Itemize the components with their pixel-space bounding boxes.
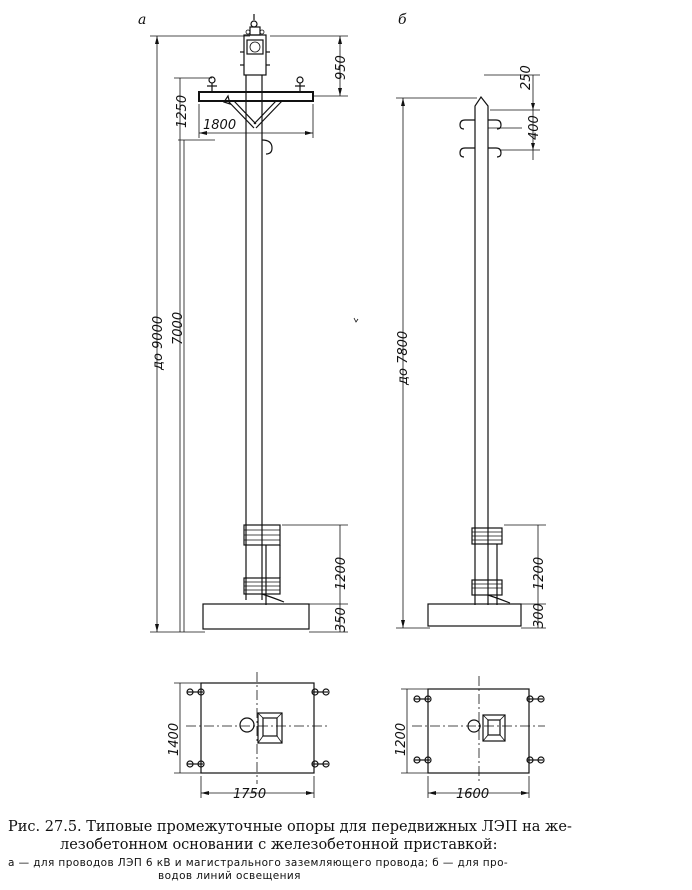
stray-mark <box>353 317 359 323</box>
pole-a-bands <box>243 524 285 605</box>
plan-a-bolts <box>186 688 330 768</box>
pole-b-base <box>427 603 522 627</box>
dim-a-1400: 1400 <box>167 723 182 756</box>
dim-b-7800: до 7800 <box>396 331 411 386</box>
pole-b-bands <box>471 527 511 605</box>
caption-legend-line1: а — для проводов ЛЭП 6 кВ и магистрально… <box>8 857 509 869</box>
dim-b-1200-plan: 1200 <box>394 723 409 756</box>
caption-title: Рис. 27.5. Типовые промежуточные опоры д… <box>8 818 684 854</box>
dim-a-9000: до 9000 <box>151 316 166 371</box>
dim-a-1200: 1200 <box>334 557 349 590</box>
plan-b-pole-section <box>467 719 481 733</box>
figure-caption: Рис. 27.5. Типовые промежуточные опоры д… <box>8 818 684 883</box>
dim-b-1600: 1600 <box>456 787 489 802</box>
caption-title-line1: Рис. 27.5. Типовые промежуточные опоры д… <box>8 819 572 835</box>
pole-b-shaft <box>474 95 489 605</box>
dim-b-400: 400 <box>527 115 542 140</box>
dim-a-1750: 1750 <box>233 787 266 802</box>
dim-b-250: 250 <box>519 65 534 90</box>
plan-a-pole-section <box>239 717 255 733</box>
dim-a-1250: 1250 <box>175 95 190 128</box>
pole-b-dimensions <box>396 74 546 629</box>
pole-a: a <box>138 12 349 633</box>
caption-title-line2: лезобетонном основании с железобетонной … <box>60 837 498 853</box>
caption-legend: а — для проводов ЛЭП 6 кВ и магистрально… <box>8 857 684 883</box>
dim-a-1800: 1800 <box>203 118 236 133</box>
pole-b: б <box>396 12 547 629</box>
view-a-label: a <box>138 12 146 28</box>
pole-b-hooks <box>459 119 522 158</box>
plan-a: 1400 1750 <box>167 672 330 802</box>
pole-diagram: a <box>138 12 547 802</box>
plan-b: 1200 1600 <box>394 676 545 802</box>
caption-legend-line2: водов линий освещения <box>158 870 301 882</box>
pole-a-head <box>240 14 270 76</box>
dim-a-950: 950 <box>334 55 349 80</box>
dim-b-300: 300 <box>532 603 547 628</box>
pole-a-dimensions <box>150 35 348 633</box>
view-b-label: б <box>398 12 407 28</box>
dim-b-1200: 1200 <box>532 557 547 590</box>
pole-a-base <box>202 603 310 630</box>
pole-a-crossarm <box>198 76 314 155</box>
plan-a-attachment <box>257 712 283 744</box>
plan-b-bolts <box>413 695 545 764</box>
dim-a-350: 350 <box>334 607 349 632</box>
dim-a-7000: 7000 <box>171 312 186 345</box>
plan-b-attachment <box>482 714 506 742</box>
